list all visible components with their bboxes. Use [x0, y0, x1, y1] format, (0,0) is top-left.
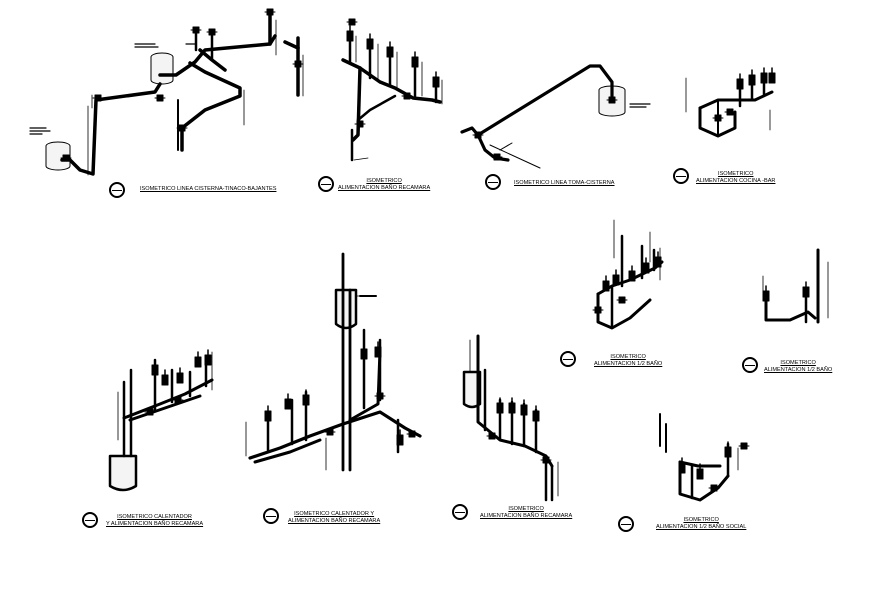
detail-calentador-1	[108, 349, 214, 492]
caption-line: ISOMETRICO	[508, 506, 544, 512]
calentador-heater-2	[334, 288, 358, 330]
detail-tag	[618, 516, 634, 532]
caption-bano-recamara-2: ISOMETRICO ALIMENTACION BAÑO RECAMARA	[480, 506, 572, 520]
caption-line: ISOMETRICO	[366, 178, 402, 184]
caption-medio-bano-1: ISOMETRICO ALIMENTACION 1/2 BAÑO	[594, 354, 662, 368]
caption-line: ISOMETRICO CALENTADOR Y	[294, 511, 375, 517]
detail-linea-cisterna	[29, 8, 304, 176]
caption-line: ISOMETRICO	[780, 360, 816, 366]
detail-tag	[452, 504, 468, 520]
cisterna-tank	[45, 141, 71, 171]
note-marks	[29, 43, 197, 135]
detail-tag	[560, 351, 576, 367]
caption-line: ALIMENTACION BAÑO RECAMARA	[480, 513, 573, 519]
caption-line: ALIMENTACION 1/2 BAÑO SOCIAL	[656, 524, 747, 530]
detail-tag	[485, 174, 501, 190]
caption-line: ISOMETRICO CALENTADOR	[117, 514, 192, 520]
detail-medio-bano-social	[659, 413, 750, 502]
caption-line: ISOMETRICO	[610, 354, 646, 360]
caption-line: ISOMETRICO	[718, 171, 754, 177]
caption-line: ISOMETRICO LINEA CISTERNA-TINACO-BAJANTE…	[140, 186, 277, 192]
tinaco-tank	[150, 52, 174, 85]
detail-linea-toma	[460, 64, 651, 169]
caption-line: ALIMENTACION BAÑO RECAMARA	[288, 518, 381, 524]
detail-tag	[109, 182, 125, 198]
detail-bano-recamara-2	[462, 334, 559, 502]
detail-tag	[263, 508, 279, 524]
caption-medio-bano-2: ISOMETRICO ALIMENTACION 1/2 BAÑO	[764, 360, 832, 374]
caption-line: ALIMENTACION 1/2 BAÑO	[594, 361, 663, 367]
caption-calentador-2: ISOMETRICO CALENTADOR Y ALIMENTACION BAÑ…	[288, 511, 380, 525]
detail-cocina-bar	[685, 67, 776, 138]
calentador-heater-3	[462, 370, 482, 409]
caption-line: ALIMENTACION BAÑO RECAMARA	[338, 185, 431, 191]
detail-calentador-2	[245, 252, 422, 472]
detail-tag	[673, 168, 689, 184]
caption-bano-recamara-1: ISOMETRICO ALIMENTACION BAÑO RECAMARA	[338, 178, 430, 192]
detail-medio-bano-1	[592, 219, 664, 330]
caption-medio-bano-social: ISOMETRICO ALIMENTACION 1/2 BAÑO SOCIAL	[656, 517, 746, 531]
caption-line: ALIMENTACION 1/2 BAÑO	[764, 367, 833, 373]
caption-line: Y ALIMENTACION BAÑO RECAMARA	[106, 521, 204, 527]
detail-tag	[82, 512, 98, 528]
caption-line: ALIMENTACION COCINA -BAR	[696, 178, 776, 184]
detail-tag	[742, 357, 758, 373]
detail-medio-bano-2	[762, 248, 829, 324]
caption-linea-cisterna: ISOMETRICO LINEA CISTERNA-TINACO-BAJANTE…	[140, 186, 276, 193]
caption-line: ISOMETRICO	[683, 517, 719, 523]
caption-linea-toma: ISOMETRICO LINEA TOMA-CISTERNA	[514, 180, 615, 187]
calentador-heater	[108, 454, 138, 492]
detail-tag	[318, 176, 334, 192]
caption-calentador-1: ISOMETRICO CALENTADOR Y ALIMENTACION BAÑ…	[106, 514, 203, 528]
detail-bano-recamara-1	[341, 18, 443, 162]
caption-cocina-bar: ISOMETRICO ALIMENTACION COCINA -BAR	[696, 171, 775, 185]
caption-line: ISOMETRICO LINEA TOMA-CISTERNA	[514, 180, 615, 186]
